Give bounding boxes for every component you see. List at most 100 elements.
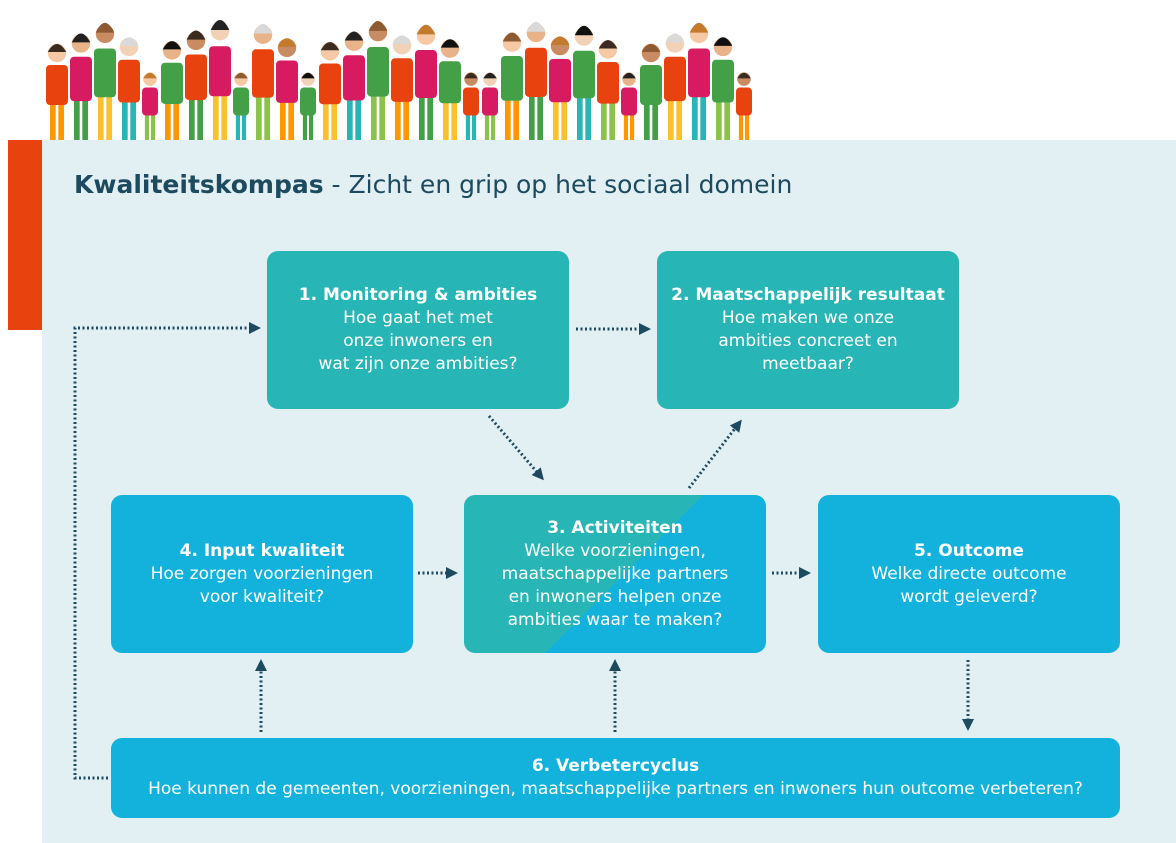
person-hair <box>162 41 182 50</box>
person-leg <box>585 94 592 140</box>
person-hair <box>641 44 661 52</box>
person-body <box>142 87 158 116</box>
people-crowd-illustration <box>46 20 752 140</box>
person-leg <box>188 96 195 140</box>
person-leg <box>121 99 128 140</box>
person-leg <box>451 100 458 140</box>
person-body <box>300 87 316 116</box>
person-leg <box>164 100 171 140</box>
person-leg <box>643 102 650 140</box>
person-hair <box>47 44 67 52</box>
box-question: Welke voorzieningen, maatschappelijke pa… <box>501 540 729 630</box>
box-title: 1. Monitoring & ambities <box>298 285 538 305</box>
person-leg <box>49 102 56 140</box>
box-title: 4. Input kwaliteit <box>179 540 345 561</box>
person-leg <box>264 94 271 140</box>
box-question: Hoe zorgen voorzieningen voor kwaliteit? <box>150 563 374 607</box>
person-body <box>367 47 389 97</box>
box-verbetercyclus: 6. Verbetercyclus Hoe kunnen de gemeente… <box>111 738 1120 818</box>
person-leg <box>513 97 520 140</box>
person-leg <box>197 96 204 140</box>
box-input-kwaliteit: 4. Input kwaliteit Hoe zorgen voorzienin… <box>111 495 413 653</box>
person-body <box>161 62 183 104</box>
person-leg <box>346 97 353 140</box>
person-hair <box>320 42 340 51</box>
person-leg <box>130 99 137 140</box>
person-leg <box>504 97 511 140</box>
person-leg <box>715 99 722 140</box>
person-body <box>118 59 140 103</box>
person-leg <box>379 92 386 140</box>
person-body <box>209 46 231 97</box>
box-title: 6. Verbetercyclus <box>531 756 700 776</box>
person-leg <box>724 99 731 140</box>
person-body <box>276 60 298 103</box>
box-maatschappelijk-resultaat: 2. Maatschappelijk resultaat Hoe maken w… <box>657 251 959 409</box>
person-body <box>688 48 710 98</box>
person-leg <box>537 93 544 140</box>
box-question: Hoe kunnen de gemeenten, voorzieningen, … <box>148 779 1083 799</box>
person-leg <box>744 113 750 140</box>
person-leg <box>442 100 449 140</box>
person-leg <box>667 97 674 140</box>
title-bold: Kwaliteitskompas <box>74 170 324 199</box>
person-body <box>640 65 662 105</box>
person-hair <box>440 39 460 48</box>
title-subtitle: - Zicht en grip op het sociaal domein <box>323 170 793 199</box>
person-hair <box>277 38 297 47</box>
person-body <box>415 50 437 98</box>
box-question: Hoe maken we onze ambities concreet en m… <box>718 308 898 374</box>
person-leg <box>609 100 616 140</box>
person-body <box>185 54 207 101</box>
person-hair <box>464 72 478 79</box>
person-leg <box>738 113 744 140</box>
person-hair <box>713 37 733 46</box>
person-leg <box>144 113 150 140</box>
person-leg <box>418 94 425 140</box>
person-body <box>233 87 249 116</box>
arrow-1-to-3 <box>487 415 544 481</box>
person-hair <box>210 20 230 30</box>
person-hair <box>95 22 115 33</box>
person-leg <box>73 97 80 140</box>
page-title: Kwaliteitskompas - Zicht en grip op het … <box>74 170 792 199</box>
person-leg <box>576 94 583 140</box>
person-leg <box>700 93 707 140</box>
person-leg <box>82 97 89 140</box>
person-body <box>391 58 413 102</box>
person-hair <box>234 72 248 79</box>
person-leg <box>403 98 410 140</box>
box-question: Hoe gaat het met onze inwoners en wat zi… <box>318 308 518 374</box>
person-body <box>46 65 68 105</box>
person-leg <box>370 92 377 140</box>
person-leg <box>235 113 241 140</box>
person-body <box>597 62 619 104</box>
arrow-3-to-2 <box>687 419 742 489</box>
person-body <box>319 63 341 105</box>
accent-bar <box>8 140 42 330</box>
person-leg <box>302 113 308 140</box>
person-hair <box>737 72 751 79</box>
person-leg <box>308 113 314 140</box>
person-hair <box>344 31 364 41</box>
person-hair <box>574 25 594 36</box>
person-body <box>463 87 479 116</box>
box-title: 3. Activiteiten <box>547 517 683 538</box>
person-leg <box>691 93 698 140</box>
person-hair <box>368 20 388 31</box>
person-hair <box>143 72 157 79</box>
person-leg <box>623 113 629 140</box>
diagram-panel <box>42 140 1176 843</box>
person-leg <box>484 113 490 140</box>
person-body <box>94 48 116 98</box>
person-body <box>439 61 461 104</box>
person-leg <box>58 102 65 140</box>
person-hair <box>392 35 412 45</box>
person-leg <box>427 94 434 140</box>
box-monitoring-ambities: 1. Monitoring & ambities Hoe gaat het me… <box>267 251 569 409</box>
person-body <box>664 56 686 102</box>
person-body <box>525 47 547 97</box>
person-leg <box>600 100 607 140</box>
person-leg <box>97 93 104 140</box>
person-body <box>501 56 523 101</box>
